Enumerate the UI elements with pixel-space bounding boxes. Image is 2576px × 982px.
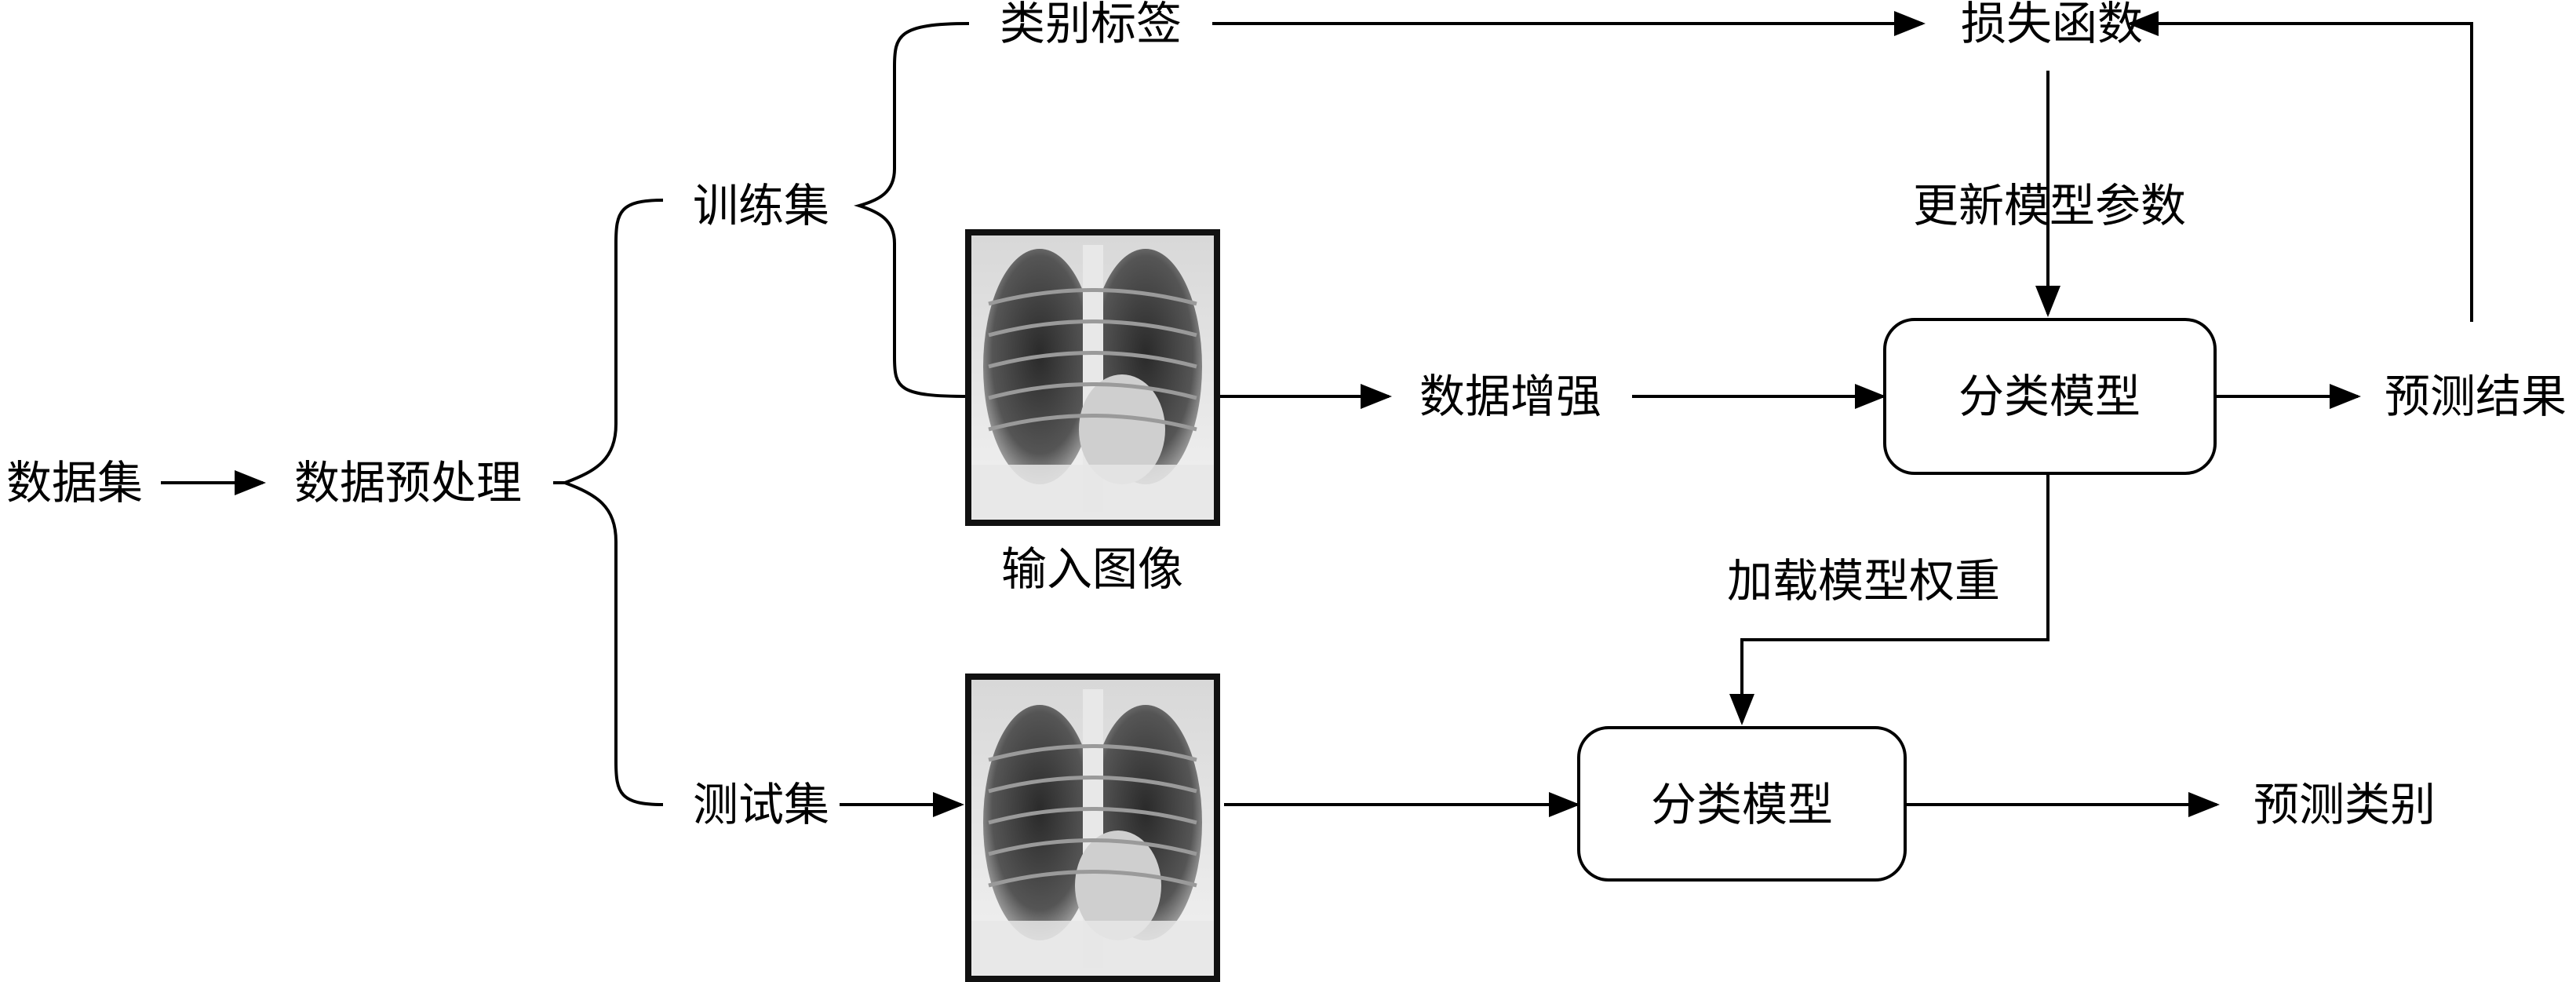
data-augment-label: 数据增强 [1419, 370, 1602, 423]
loss-function-label: 损失函数 [1960, 0, 2144, 50]
class-labels-label: 类别标签 [999, 0, 1182, 50]
brace-split [560, 199, 664, 806]
predict-result-label: 预测结果 [2384, 370, 2567, 423]
arrow-load-weights [1729, 475, 2050, 725]
classifier-test-label: 分类模型 [1650, 778, 1834, 831]
classifier-train-box [1883, 318, 2217, 475]
chest-xray-image-train [965, 229, 1220, 526]
dataset-label: 数据集 [5, 456, 144, 509]
predict-class-label: 预测类别 [2253, 778, 2436, 831]
arrow-result-to-loss [2127, 11, 2473, 322]
chest-xray-image-test [965, 674, 1220, 982]
classifier-train-label: 分类模型 [1958, 370, 2141, 423]
test-set-label: 测试集 [692, 778, 830, 831]
load-weights-label: 加载模型权重 [1726, 554, 2001, 608]
input-image-label: 输入图像 [1000, 542, 1184, 596]
brace-train [854, 22, 970, 398]
classifier-test-box [1577, 726, 1907, 882]
train-set-label: 训练集 [692, 179, 830, 232]
update-params-label: 更新模型参数 [1912, 179, 2187, 232]
preprocess-label: 数据预处理 [293, 456, 523, 509]
